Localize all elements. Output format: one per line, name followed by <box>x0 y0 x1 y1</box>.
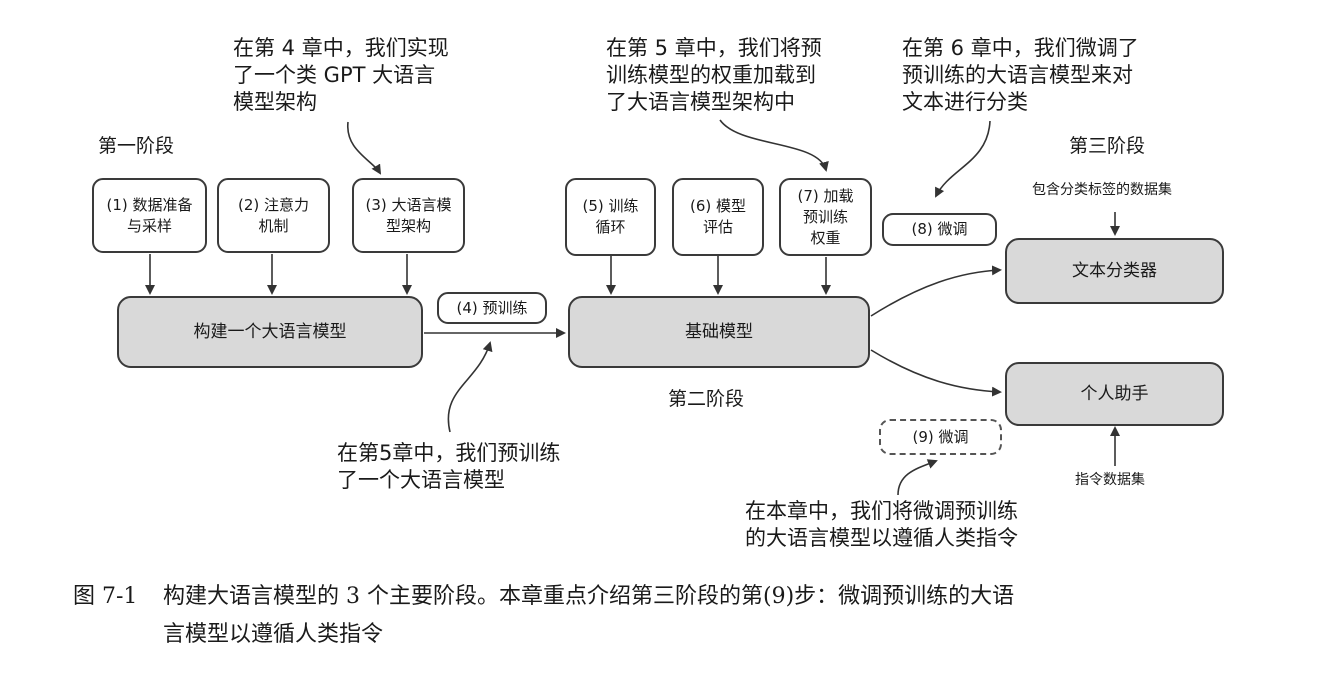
classification-dataset-label: 包含分类标签的数据集 <box>1032 182 1172 198</box>
step-9-finetune: (9) 微调 <box>879 419 1002 455</box>
caption-line-2: 言模型以遵循人类指令 <box>163 622 384 647</box>
stage-2-label: 第二阶段 <box>668 388 745 410</box>
caption-line-1: 构建大语言模型的 3 个主要阶段。本章重点介绍第三阶段的第(9)步：微调预训练的… <box>163 584 1015 609</box>
step-5-training-loop: (5) 训练 循环 <box>565 178 656 256</box>
note-this-chapter: 在本章中，我们将微调预训练 的大语言模型以遵循人类指令 <box>745 499 1018 550</box>
arrow-foundation-assistant <box>870 349 1002 397</box>
foundation-model-block: 基础模型 <box>568 296 870 368</box>
pointer-ch5-pretrain-note <box>447 341 493 433</box>
text-classifier-block: 文本分类器 <box>1005 238 1224 304</box>
figure-number: 图 7-1 <box>73 584 138 609</box>
instruction-dataset-label: 指令数据集 <box>1075 472 1145 488</box>
step-1-data-preparation: (1) 数据准备 与采样 <box>92 178 207 253</box>
note-chapter-5-pretrain: 在第5章中，我们预训练 了一个大语言模型 <box>337 441 561 492</box>
stage-3-label: 第三阶段 <box>1069 135 1146 157</box>
pointer-ch5-weights-note <box>719 119 829 172</box>
step-4-pretraining: (4) 预训练 <box>437 292 547 324</box>
step-2-attention: (2) 注意力 机制 <box>217 178 330 253</box>
personal-assistant-block: 个人助手 <box>1005 362 1224 426</box>
arrow-foundation-classifier <box>870 265 1002 317</box>
note-chapter-4: 在第 4 章中，我们实现 了一个类 GPT 大语言 模型架构 <box>233 36 449 114</box>
note-chapter-6: 在第 6 章中，我们微调了 预训练的大语言模型来对 文本进行分类 <box>902 36 1139 114</box>
pointer-ch4-note <box>347 121 382 175</box>
step-3-architecture: (3) 大语言模 型架构 <box>352 178 465 253</box>
step-8-finetune: (8) 微调 <box>882 213 997 246</box>
pointer-ch6-note <box>935 120 991 198</box>
step-7-load-weights: (7) 加载 预训练 权重 <box>779 178 872 256</box>
figure-caption: 图 7-1 构建大语言模型的 3 个主要阶段。本章重点介绍第三阶段的第(9)步：微… <box>73 578 1303 654</box>
step-6-model-evaluation: (6) 模型 评估 <box>672 178 764 256</box>
stage-1-label: 第一阶段 <box>98 135 175 157</box>
note-chapter-5-weights: 在第 5 章中，我们将预 训练模型的权重加载到 了大语言模型架构中 <box>606 36 822 114</box>
build-llm-block: 构建一个大语言模型 <box>117 296 423 368</box>
pointer-this-chapter-note <box>897 459 938 496</box>
